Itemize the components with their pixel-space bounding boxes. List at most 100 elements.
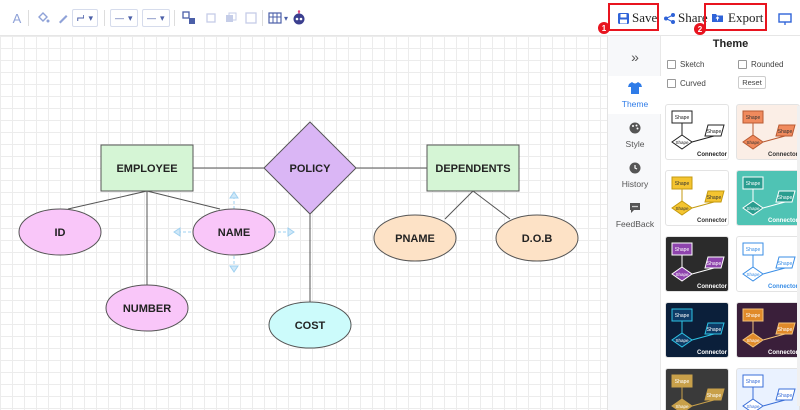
curved-checkbox[interactable] bbox=[667, 79, 676, 88]
preview-shape-label: Shape bbox=[675, 404, 689, 409]
panel-title: Theme bbox=[712, 38, 749, 50]
preview-diamond bbox=[742, 266, 764, 282]
relationship-policy-label: POLICY bbox=[290, 163, 332, 175]
preview-connector-label: Connector bbox=[768, 284, 799, 290]
fill-bucket-icon[interactable] bbox=[34, 9, 52, 27]
curved-option[interactable]: Curved bbox=[667, 79, 706, 88]
preview-shape-label: Shape bbox=[746, 140, 760, 145]
preview-diamond bbox=[742, 398, 764, 410]
line-dash-value: — bbox=[115, 13, 124, 23]
sketch-checkbox[interactable] bbox=[667, 60, 676, 69]
relationship-policy[interactable] bbox=[263, 121, 357, 215]
rounded-option[interactable]: Rounded bbox=[738, 60, 783, 69]
present-icon[interactable] bbox=[776, 10, 794, 28]
preview-shape-label: Shape bbox=[675, 140, 689, 145]
preview-shape-label: Shape bbox=[707, 327, 722, 333]
attribute-id[interactable] bbox=[18, 208, 102, 256]
preview-shape-label: Shape bbox=[746, 206, 760, 211]
preview-shape-label: Shape bbox=[675, 313, 690, 319]
preview-shape-label: Shape bbox=[675, 272, 689, 277]
preview-parallelogram bbox=[775, 388, 796, 401]
attribute-pname-label: PNAME bbox=[395, 233, 435, 245]
step-badge-1: 1 bbox=[598, 22, 610, 34]
connector-style-dropdown[interactable]: ▾ bbox=[72, 9, 98, 27]
connector-dependents-dob[interactable] bbox=[472, 190, 511, 220]
tab-style-label: Style bbox=[625, 138, 645, 149]
attribute-dob-label: D.O.B bbox=[522, 233, 553, 245]
tab-theme[interactable]: Theme bbox=[608, 76, 662, 114]
share-icon bbox=[660, 9, 678, 27]
line-style-dropdown[interactable]: — ▾ bbox=[142, 9, 170, 27]
preview-connector bbox=[762, 333, 786, 341]
preview-connector-label: Connector bbox=[768, 350, 799, 356]
attribute-dob[interactable] bbox=[495, 214, 579, 262]
export-icon bbox=[708, 8, 726, 26]
copy-icon[interactable] bbox=[202, 9, 220, 27]
tab-theme-label: Theme bbox=[621, 98, 649, 109]
connector-dependents-pname[interactable] bbox=[444, 190, 474, 220]
preview-connector bbox=[691, 135, 715, 143]
preview-connector-label: Connector bbox=[768, 218, 799, 224]
export-button[interactable]: Export bbox=[706, 4, 766, 30]
chevron-down-icon[interactable]: ▾ bbox=[283, 13, 288, 23]
preview-shape-label: Shape bbox=[675, 181, 690, 187]
group-icon[interactable] bbox=[222, 9, 240, 27]
reset-button[interactable]: Reset bbox=[738, 76, 766, 89]
connector-employee-id[interactable] bbox=[67, 190, 148, 210]
preview-diamond bbox=[742, 332, 764, 348]
preview-parallelogram bbox=[704, 190, 725, 203]
preview-connector bbox=[691, 399, 715, 407]
preview-shape-label: Shape bbox=[707, 195, 722, 201]
step-badge-2: 2 bbox=[694, 23, 706, 35]
entity-employee[interactable] bbox=[100, 144, 194, 192]
clock-icon bbox=[629, 162, 641, 176]
tab-style[interactable]: Style bbox=[608, 116, 662, 154]
collapse-panel-button[interactable]: » bbox=[608, 38, 662, 76]
export-highlight-box bbox=[704, 3, 767, 31]
sketch-label: Sketch bbox=[680, 60, 705, 69]
tab-history[interactable]: History bbox=[608, 156, 662, 194]
line-dash-dropdown[interactable]: — ▾ bbox=[110, 9, 138, 27]
text-format-icon[interactable]: A bbox=[12, 10, 22, 26]
double-chevron-right-icon: » bbox=[631, 49, 639, 65]
ungroup-icon[interactable] bbox=[242, 9, 260, 27]
save-button[interactable]: Save bbox=[610, 4, 658, 30]
chevron-down-icon: ▾ bbox=[88, 12, 93, 23]
attribute-cost[interactable] bbox=[268, 301, 352, 349]
ai-robot-icon[interactable] bbox=[290, 9, 308, 27]
tab-feedback[interactable]: FeedBack bbox=[608, 196, 662, 234]
save-label: Save bbox=[632, 10, 658, 25]
attribute-number[interactable] bbox=[105, 284, 189, 332]
entity-dependents-label: DEPENDENTS bbox=[435, 163, 510, 175]
attribute-cost-label: COST bbox=[295, 320, 326, 332]
attribute-pname[interactable] bbox=[373, 214, 457, 262]
entity-dependents[interactable] bbox=[426, 144, 520, 192]
preview-connector bbox=[691, 267, 715, 275]
table-icon[interactable] bbox=[266, 9, 284, 27]
sketch-option[interactable]: Sketch bbox=[667, 60, 704, 69]
pen-icon[interactable] bbox=[54, 9, 72, 27]
connector-employee-name[interactable] bbox=[146, 190, 221, 210]
preview-shape-label: Shape bbox=[746, 181, 761, 187]
diagram-canvas[interactable]: EMPLOYEE DEPENDENTS POLICY ID NAME NUMBE… bbox=[0, 36, 607, 410]
arrange-icon[interactable] bbox=[180, 9, 198, 27]
attribute-name[interactable] bbox=[192, 208, 276, 256]
rounded-checkbox[interactable] bbox=[738, 60, 747, 69]
share-button[interactable]: Share bbox=[660, 4, 708, 30]
preview-shape-label: Shape bbox=[707, 393, 722, 399]
preview-shape-label: Shape bbox=[707, 261, 722, 267]
panel-scrollbar[interactable] bbox=[797, 106, 800, 406]
